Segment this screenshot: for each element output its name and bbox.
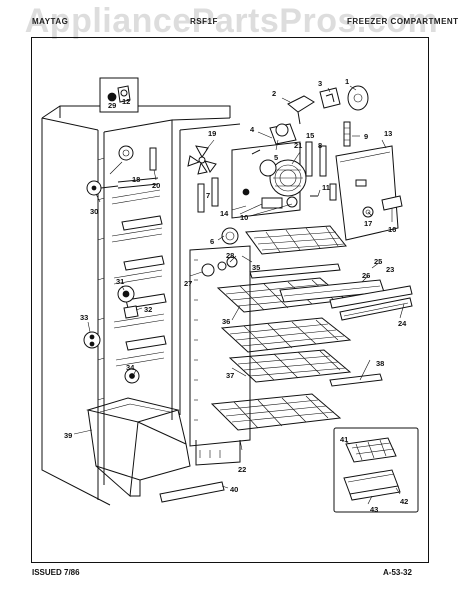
part-label-40: 40 [230, 485, 238, 494]
part-label-30: 30 [90, 207, 98, 216]
page-code: A-53-32 [383, 568, 412, 577]
lower-rear-parts [201, 227, 239, 277]
part-number-labels: 1 2 3 4 5 6 7 8 9 10 11 12 13 14 15 16 1… [64, 77, 408, 514]
issue-date: ISSUED 7/86 [32, 568, 80, 577]
watermark: AppliancePartsPros.com [24, 2, 439, 40]
diagram-frame [31, 37, 429, 563]
left-wall-parts [86, 145, 159, 196]
control-panel [329, 145, 403, 241]
part-label-2: 2 [272, 89, 276, 98]
part-label-11: 11 [322, 183, 330, 192]
part-label-6: 6 [210, 237, 214, 246]
fan-blade [187, 145, 217, 175]
part-label-4: 4 [250, 125, 255, 134]
left-hardware-parts [83, 285, 140, 384]
part-label-5: 5 [274, 153, 278, 162]
part-label-3: 3 [318, 79, 322, 88]
part-label-27: 27 [184, 279, 192, 288]
wire-shelves [210, 225, 352, 431]
part-label-13: 13 [384, 129, 392, 138]
light-socket-callout [99, 77, 139, 113]
rear-panel [189, 245, 251, 466]
part-label-42: 42 [400, 497, 408, 506]
part-label-9: 9 [364, 132, 368, 141]
shelf-rails [249, 263, 413, 387]
header-model: RSF1F [190, 17, 218, 26]
part-label-33: 33 [80, 313, 88, 322]
part-label-43: 43 [370, 505, 378, 514]
part-label-39: 39 [64, 431, 72, 440]
part-label-24: 24 [398, 319, 407, 328]
part-label-29: 29 [108, 101, 116, 110]
part-label-20: 20 [152, 181, 160, 190]
part-label-22: 22 [238, 465, 246, 474]
part-label-21: 21 [294, 141, 302, 150]
ice-tray-callout [333, 427, 419, 513]
part-label-17: 17 [364, 219, 372, 228]
part-label-12: 12 [122, 97, 130, 106]
header-section-title: FREEZER COMPARTMENT [347, 17, 459, 26]
evaporator-assembly [187, 123, 327, 219]
header-brand: MAYTAG [32, 17, 69, 26]
part-label-38: 38 [376, 359, 384, 368]
part-label-18: 18 [132, 175, 140, 184]
part-label-26: 26 [362, 271, 370, 280]
part-label-25: 25 [374, 257, 382, 266]
part-label-19: 19 [208, 129, 216, 138]
part-label-7: 7 [206, 191, 210, 200]
part-label-16: 16 [388, 225, 396, 234]
part-label-36: 36 [222, 317, 230, 326]
part-label-14: 14 [220, 209, 229, 218]
part-label-28: 28 [226, 251, 234, 260]
part-label-34: 34 [126, 363, 135, 372]
thermostat-parts [287, 85, 369, 147]
part-label-32: 32 [144, 305, 152, 314]
part-label-10: 10 [240, 213, 248, 222]
freezer-cabinet [41, 105, 241, 506]
part-label-23: 23 [386, 265, 394, 274]
ice-bin [86, 397, 225, 503]
part-label-31: 31 [116, 277, 124, 286]
part-label-41: 41 [340, 435, 348, 444]
part-label-15: 15 [306, 131, 314, 140]
part-label-35: 35 [252, 263, 260, 272]
part-label-8: 8 [318, 141, 322, 150]
part-label-1: 1 [345, 77, 349, 86]
part-label-37: 37 [226, 371, 234, 380]
leader-lines [73, 85, 405, 505]
